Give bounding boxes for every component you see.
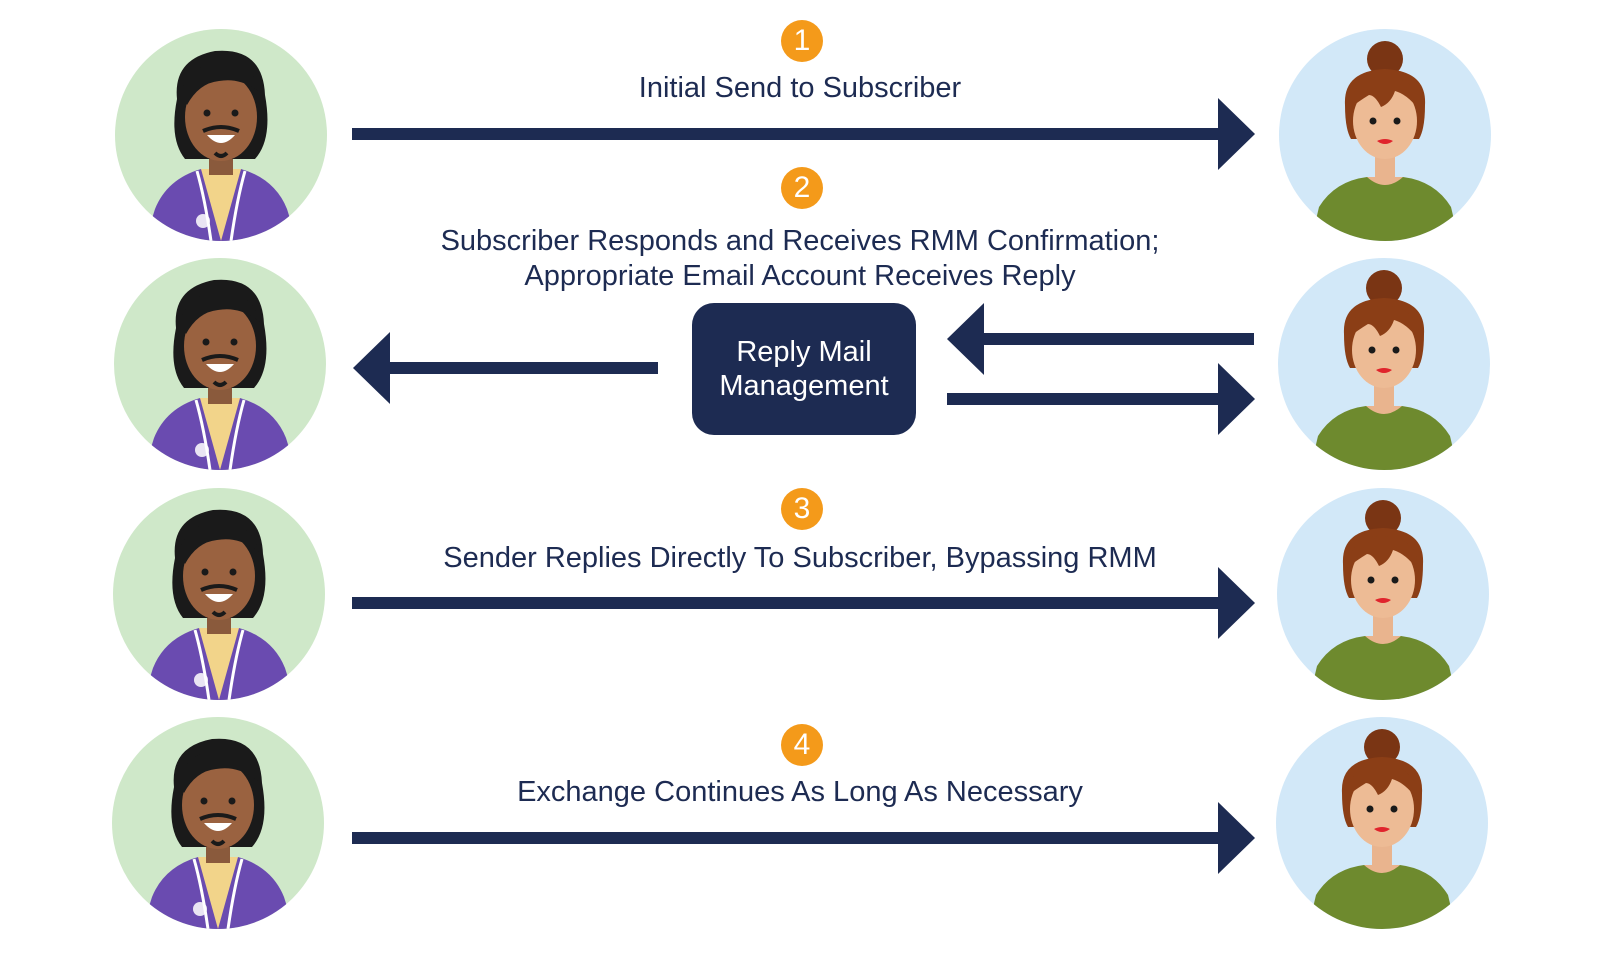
step-4-label: Exchange Continues As Long As Necessary xyxy=(517,776,1083,808)
subscriber-avatar-icon xyxy=(1276,717,1488,929)
arrow-rmm-to-subscriber xyxy=(947,363,1255,435)
arrow-step1-right xyxy=(352,98,1255,170)
arrow-step4-right xyxy=(352,802,1255,874)
sender-avatar-icon xyxy=(113,488,325,700)
rmm-box-line1: Reply Mail xyxy=(736,336,872,368)
step-2-badge: 2 xyxy=(781,167,823,209)
sender-avatar-icon xyxy=(114,258,326,470)
sender-avatar-icon xyxy=(112,717,324,929)
arrow-rmm-to-sender xyxy=(353,332,658,404)
subscriber-avatar-icon xyxy=(1278,258,1490,470)
step-2-label-line1: Subscriber Responds and Receives RMM Con… xyxy=(440,225,1160,257)
subscriber-avatar-icon xyxy=(1277,488,1489,700)
arrow-subscriber-to-rmm xyxy=(947,303,1254,375)
step-3-badge: 3 xyxy=(781,488,823,530)
rmm-box-line2: Management xyxy=(719,370,889,402)
subscriber-avatar-icon xyxy=(1279,29,1491,241)
step-4-badge: 4 xyxy=(781,724,823,766)
step-3-label: Sender Replies Directly To Subscriber, B… xyxy=(443,542,1157,574)
arrow-step3-right xyxy=(352,567,1255,639)
step-1-badge: 1 xyxy=(781,20,823,62)
step-1-label: Initial Send to Subscriber xyxy=(638,72,962,104)
step-2-label-line2: Appropriate Email Account Receives Reply xyxy=(524,260,1076,292)
reply-mail-management-box: Reply Mail Management xyxy=(692,303,916,435)
sender-avatar-icon xyxy=(115,29,327,241)
